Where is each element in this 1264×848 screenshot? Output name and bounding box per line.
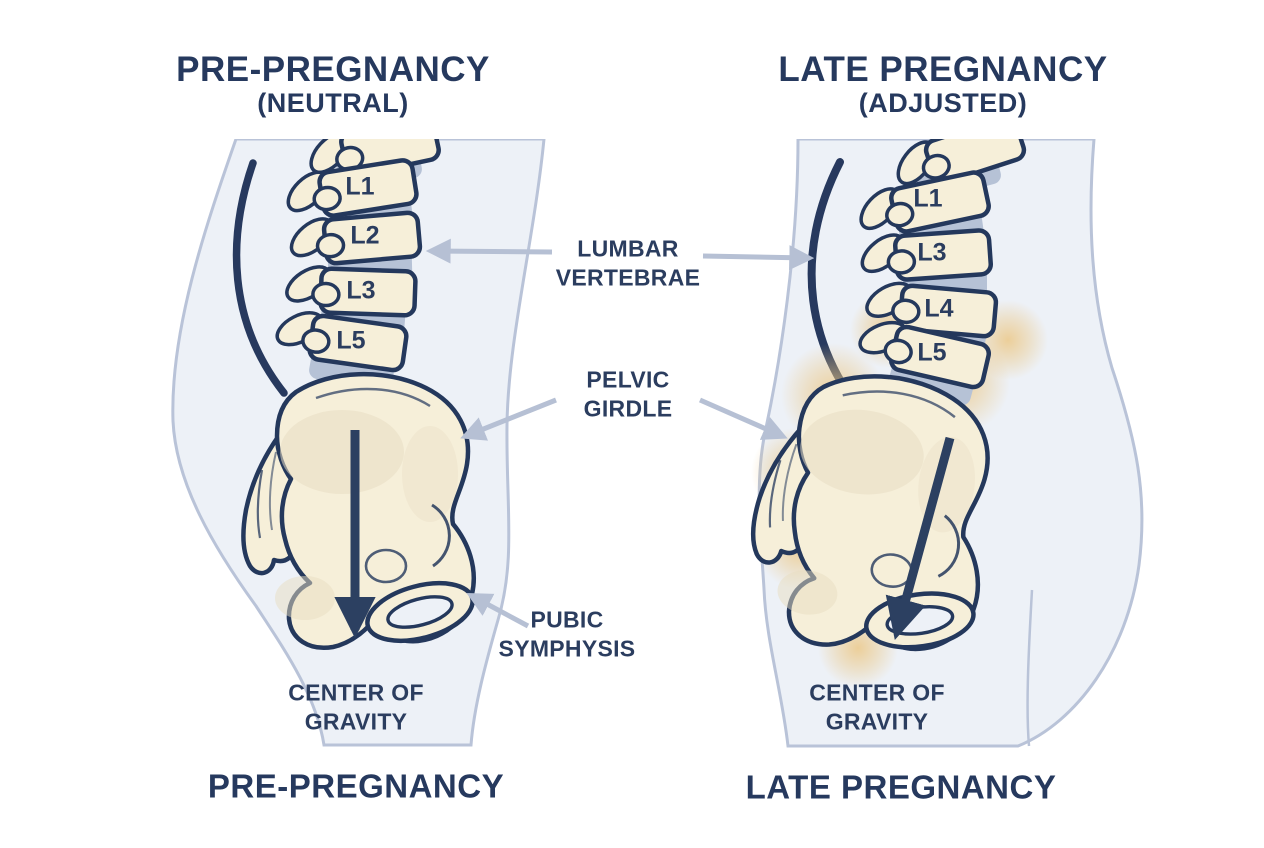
left-figure	[171, 139, 546, 747]
left-vertebra-label-l1: L1	[345, 172, 375, 201]
right-center-of-gravity-arrow	[885, 436, 955, 640]
left-panel-title: PRE-PREGNANCY	[176, 50, 490, 90]
left-panel-bottom-label: PRE-PREGNANCY	[207, 767, 505, 805]
left-vertebra-label-l2: L2	[350, 221, 380, 250]
pubic-arrow-icon	[466, 593, 530, 629]
left-vertebra-label-l3: L3	[346, 276, 376, 305]
right-vertebra-label-l4: L4	[924, 294, 954, 323]
right-vertebra-label-l5: L5	[917, 338, 947, 367]
right-panel-bottom-label: LATE PREGNANCY	[745, 768, 1057, 806]
lumbar-arrow-left-icon	[425, 238, 553, 264]
pelvic-arrow-right-icon	[698, 397, 788, 440]
left-vertebra-label-l5: L5	[336, 326, 366, 355]
left-lumbar-spine	[275, 139, 441, 373]
annotation-arrows	[425, 238, 815, 629]
lumbar-arrow-right-icon	[702, 245, 815, 271]
pelvic-girdle-label: PELVIC GIRDLE	[583, 366, 673, 421]
right-panel-title: LATE PREGNANCY	[778, 50, 1108, 90]
right-panel-subtitle: (ADJUSTED)	[858, 88, 1028, 119]
pubic-symphysis-label: PUBIC SYMPHYSIS	[498, 606, 636, 661]
right-vertebra-label-l3: L3	[917, 238, 947, 267]
left-spine-curve-line	[232, 159, 288, 397]
right-lumbar-spine	[858, 139, 1027, 390]
pelvic-arrow-left-icon	[460, 397, 557, 441]
right-figure	[740, 139, 1144, 748]
right-thigh-line	[1026, 589, 1034, 747]
left-panel-subtitle: (NEUTRAL)	[257, 88, 409, 119]
right-center-of-gravity-label: CENTER OF GRAVITY	[809, 679, 945, 734]
lumbar-vertebrae-label: LUMBAR VERTEBRAE	[555, 235, 701, 290]
left-center-of-gravity-label: CENTER OF GRAVITY	[288, 679, 424, 734]
right-vertebra-label-l1: L1	[913, 184, 943, 213]
